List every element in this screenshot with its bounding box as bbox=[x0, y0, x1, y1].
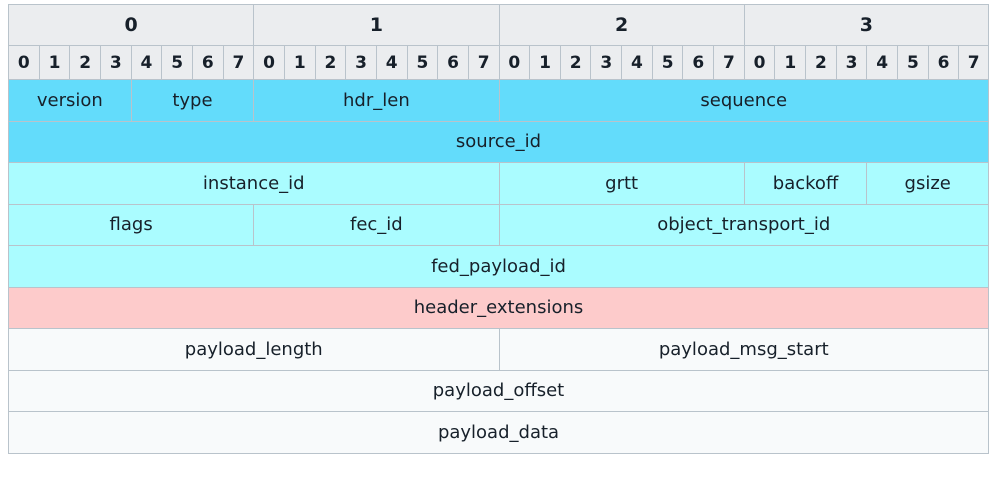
bit-index-cell: 4 bbox=[375, 46, 407, 80]
field-cell-fec-id: fec_id bbox=[253, 204, 499, 246]
bit-index-cell: 3 bbox=[345, 46, 376, 80]
field-cell-header-extensions: header_extensions bbox=[8, 287, 989, 329]
bit-index-cell: 5 bbox=[897, 46, 928, 80]
bit-index-cell: 3 bbox=[590, 46, 622, 80]
bit-index-cell: 1 bbox=[529, 46, 560, 80]
field-cell-backoff: backoff bbox=[743, 163, 867, 205]
packet-field-row: header_extensions bbox=[8, 287, 989, 329]
bit-index-cell: 0 bbox=[8, 46, 39, 80]
bit-index-cell: 0 bbox=[743, 46, 775, 80]
packet-field-row: payload_offset bbox=[8, 370, 989, 412]
packet-field-row: payload_data bbox=[8, 412, 989, 454]
bit-index-cell: 6 bbox=[191, 46, 223, 80]
byte-index-cell: 2 bbox=[498, 4, 744, 46]
bit-index-cell: 4 bbox=[866, 46, 898, 80]
bit-index-cell: 2 bbox=[559, 46, 591, 80]
field-cell-source-id: source_id bbox=[8, 121, 989, 163]
bit-index-cell: 4 bbox=[621, 46, 652, 80]
field-cell-type: type bbox=[130, 80, 254, 122]
bit-index-cell: 7 bbox=[713, 46, 744, 80]
bit-index-cell: 6 bbox=[927, 46, 959, 80]
byte-index-cell: 0 bbox=[8, 4, 254, 46]
bit-index-cell: 6 bbox=[682, 46, 714, 80]
bit-index-cell: 5 bbox=[651, 46, 683, 80]
field-cell-hdr-len: hdr_len bbox=[253, 80, 499, 122]
bit-index-cell: 1 bbox=[774, 46, 806, 80]
field-cell-gsize: gsize bbox=[866, 163, 989, 205]
packet-field-row: fed_payload_id bbox=[8, 246, 989, 288]
bit-index-cell: 1 bbox=[38, 46, 70, 80]
field-cell-flags: flags bbox=[8, 204, 254, 246]
field-cell-sequence: sequence bbox=[498, 80, 989, 122]
field-cell-grtt: grtt bbox=[498, 163, 744, 205]
bit-index-cell: 4 bbox=[130, 46, 162, 80]
field-cell-payload-offset: payload_offset bbox=[8, 370, 989, 412]
field-cell-payload-msg-start: payload_msg_start bbox=[498, 329, 989, 371]
packet-field-row: source_id bbox=[8, 121, 989, 163]
bit-index-cell: 7 bbox=[467, 46, 499, 80]
field-cell-payload-length: payload_length bbox=[8, 329, 499, 371]
bit-index-cell: 2 bbox=[314, 46, 346, 80]
bit-index-cell: 7 bbox=[958, 46, 989, 80]
bit-index-cell: 3 bbox=[835, 46, 867, 80]
field-cell-instance-id: instance_id bbox=[8, 163, 499, 205]
bit-index-cell: 3 bbox=[99, 46, 131, 80]
bit-index-cell: 7 bbox=[222, 46, 254, 80]
bit-index-cell: 6 bbox=[437, 46, 468, 80]
field-cell-fed-payload-id: fed_payload_id bbox=[8, 246, 989, 288]
byte-index-cell: 1 bbox=[253, 4, 499, 46]
bit-index-cell: 0 bbox=[253, 46, 284, 80]
bit-index-cell: 5 bbox=[161, 46, 192, 80]
bit-index-cell: 0 bbox=[498, 46, 530, 80]
byte-index-cell: 3 bbox=[743, 4, 989, 46]
field-cell-object-transport-id: object_transport_id bbox=[498, 204, 989, 246]
bit-index-cell: 5 bbox=[406, 46, 438, 80]
bit-index-cell: 1 bbox=[283, 46, 315, 80]
bit-index-cell: 2 bbox=[69, 46, 100, 80]
field-cell-payload-data: payload_data bbox=[8, 412, 989, 454]
field-cell-version: version bbox=[8, 80, 131, 122]
bit-index-cell: 2 bbox=[805, 46, 836, 80]
